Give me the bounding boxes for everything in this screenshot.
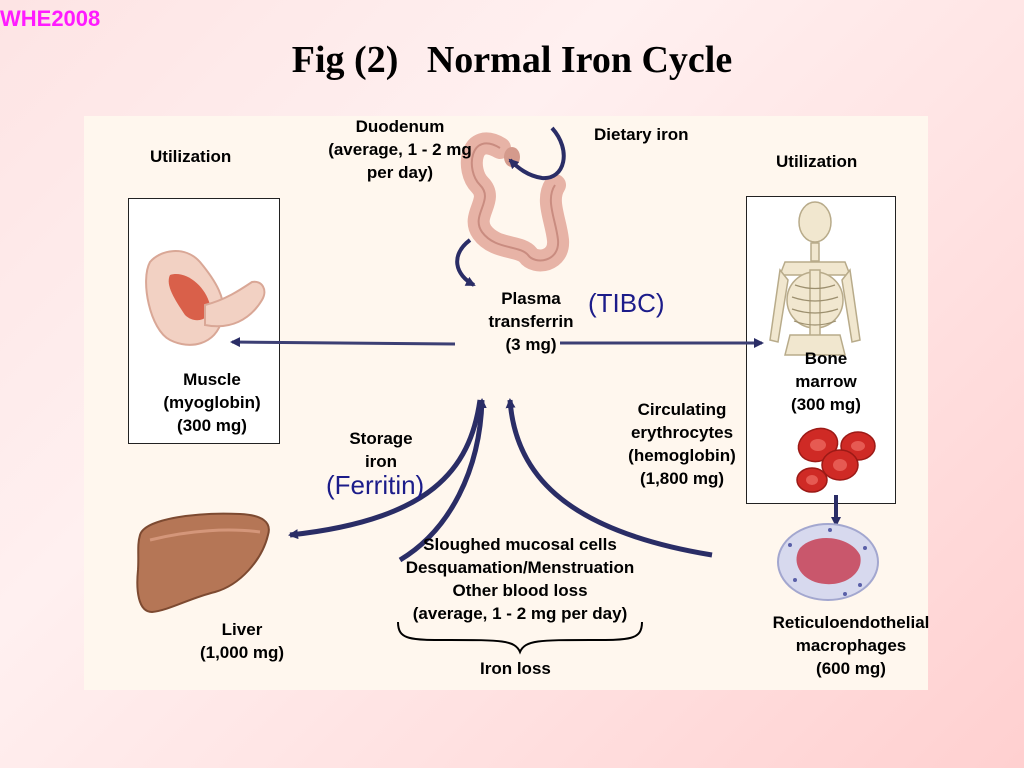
- page-title: Fig (2) Normal Iron Cycle: [291, 39, 733, 81]
- macrophage-illustration: [777, 523, 879, 601]
- arm-illustration: [145, 250, 266, 346]
- macrophage-to-plasma-arrow: [505, 398, 713, 558]
- dietary-arrow: [508, 126, 566, 181]
- iron-loss-causes-label: Sloughed mucosal cells Desquamation/Mens…: [405, 535, 635, 623]
- reticuloendothelial-label: Reticuloendothelial macrophages (600 mg): [772, 613, 930, 678]
- dietary-iron-label: Dietary iron: [594, 125, 689, 144]
- ferritin-label: (Ferritin): [326, 470, 425, 500]
- utilization-right-label: Utilization: [776, 152, 858, 171]
- muscle-label: Muscle (myoglobin) (300 mg): [163, 370, 261, 435]
- plasma-transferrin-label: Plasma transferrin (3 mg): [488, 289, 574, 354]
- skeleton-illustration: [769, 201, 861, 356]
- liver-illustration: [136, 512, 270, 614]
- storage-iron-label: Storage iron: [349, 429, 413, 471]
- duodenum-to-plasma-arrow: [455, 238, 476, 287]
- duodenum-label: Duodenum (average, 1 - 2 mg per day): [328, 117, 472, 182]
- watermark: WHE2008: [0, 6, 101, 31]
- bone-marrow-label: Bone marrow (300 mg): [791, 349, 861, 414]
- storage-to-plasma-arrow: [398, 398, 487, 563]
- storage-to-liver-arrow: [288, 399, 483, 540]
- iron-loss-label: Iron loss: [480, 659, 551, 678]
- utilization-left-label: Utilization: [150, 147, 232, 166]
- iron-loss-brace: [397, 621, 643, 655]
- circulating-erythrocytes-label: Circulating erythrocytes (hemoglobin) (1…: [628, 400, 736, 488]
- liver-label: Liver (1,000 mg): [199, 620, 285, 662]
- red-blood-cells-illustration: [796, 427, 876, 493]
- tibc-label: (TIBC): [588, 288, 665, 318]
- plasma-to-muscle-arrow: [230, 337, 456, 348]
